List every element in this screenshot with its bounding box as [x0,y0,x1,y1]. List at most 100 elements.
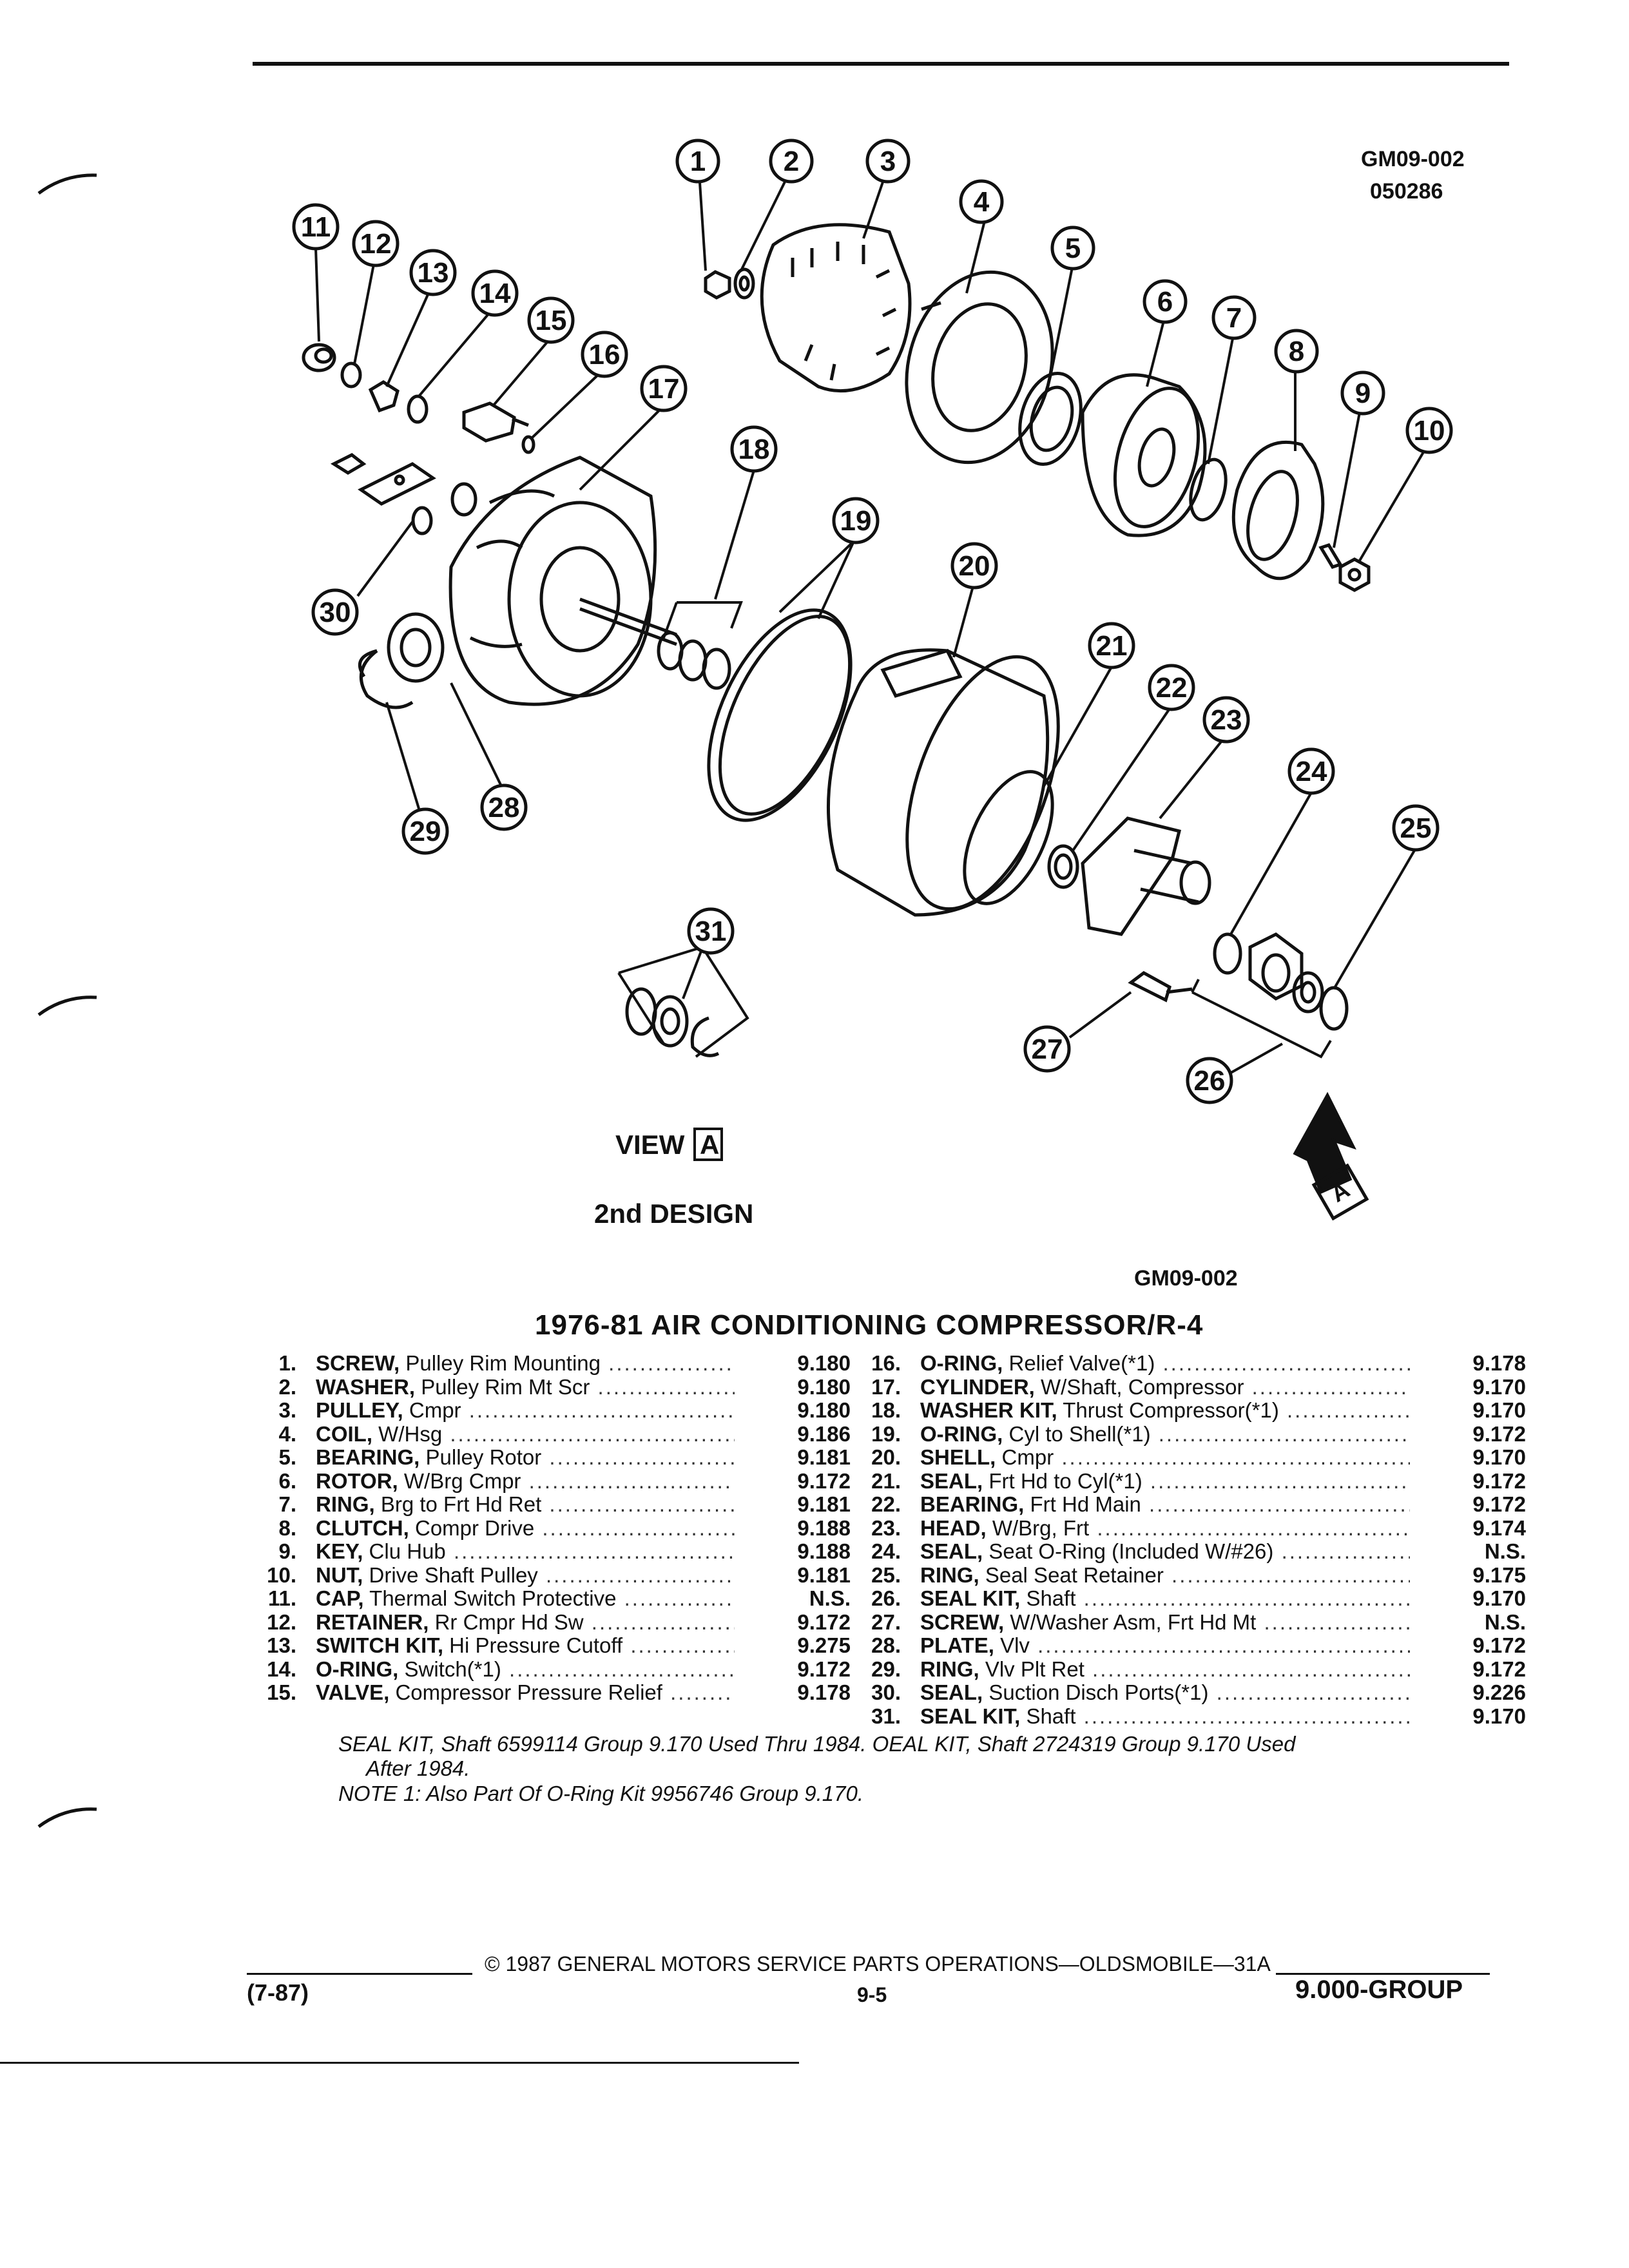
part-description: RETAINER, Rr Cmpr Hd Sw ................… [316,1611,735,1635]
view-letter: A [700,1129,720,1160]
part-name: VALVE, [316,1681,390,1704]
part-number: 7. [278,1492,296,1516]
svg-text:4: 4 [974,186,990,218]
part-group: 9.172 [1472,1633,1526,1657]
part-description: SEAL KIT, Shaft ........................… [920,1705,1410,1729]
part-number: 5. [278,1445,296,1469]
note-seal-kit-cont: After 1984. [366,1756,470,1780]
part-group: 9.172 [797,1468,851,1493]
binding-marks [37,173,97,1829]
part-drawings [302,172,1425,1221]
callout-5: 5 [1050,226,1095,271]
part-name: SEAL, [920,1469,983,1493]
part-number: 26. [871,1586,901,1610]
parts-list-row: 21. SEAL, Frt Hd to Cyl(*1) .............… [849,1468,1532,1494]
svg-text:25: 25 [1400,812,1432,844]
part-description: RING, Vlv Plt Ret ......................… [920,1658,1410,1682]
leader-dots: ........................................… [545,1563,735,1587]
svg-text:16: 16 [589,339,621,370]
part-name: SEAL, [920,1540,983,1563]
svg-text:17: 17 [648,373,680,405]
part-detail: Cmpr [409,1399,461,1422]
callout-26: 26 [1186,1057,1233,1104]
part-number: 2. [278,1374,296,1399]
parts-list-row: 8.CLUTCH, Compr Drive ..................… [245,1516,889,1541]
part-detail: Thrust Compressor(*1) [1063,1399,1279,1422]
part-number: 12. [267,1610,296,1634]
part-name: BEARING, [920,1493,1025,1516]
leader-dots: ........................................… [1037,1634,1410,1657]
part-description: SEAL, Frt Hd to Cyl(*1) ................… [920,1470,1410,1494]
part-number: 23. [871,1515,901,1540]
parts-list-row: 10.NUT, Drive Shaft Pulley .............… [245,1563,889,1588]
part-number: 29. [871,1657,901,1681]
callout-16: 16 [581,331,628,378]
part-number: 9. [278,1539,296,1563]
leader-dots: ........................................… [1083,1587,1410,1610]
part-name: SCREW, [316,1352,400,1375]
leader-dots: ........................................… [608,1352,735,1375]
parts-list-row: 13. SWITCH KIT, Hi Pressure Cutoff ......… [245,1633,889,1658]
part-name: ROTOR, [316,1469,398,1493]
part-name: O-RING, [920,1422,1003,1446]
parts-list-row: 31.SEAL KIT, Shaft .....................… [849,1704,1532,1729]
note-seal-kit: SEAL KIT, Shaft 6599114 Group 9.170 Used… [338,1732,1296,1756]
part-name: SWITCH KIT, [316,1634,443,1657]
part-number: 21. [871,1468,901,1493]
callout-30: 30 [311,588,359,636]
leader-dots: ........................................… [1162,1352,1410,1375]
part-group: 9.181 [797,1492,851,1516]
part-group: 9.181 [797,1445,851,1469]
part-group: 9.174 [1472,1515,1526,1540]
footer-page-number: 9-5 [857,1983,887,2006]
part-detail: Shaft [1026,1587,1076,1610]
parts-list-row: 12. RETAINER, Rr Cmpr Hd Sw .............… [245,1610,889,1635]
part-number: 14. [267,1657,296,1681]
parts-list-row: 6.ROTOR, W/Brg Cmpr ....................… [245,1468,889,1494]
leader-dots: ........................................… [453,1540,735,1563]
part-description: CYLINDER, W/Shaft, Compressor ..........… [920,1376,1410,1399]
part-name: WASHER, [316,1375,416,1399]
part-description: SWITCH KIT, Hi Pressure Cutoff .........… [316,1634,735,1658]
parts-list-row: 27.SCREW, W/Washer Asm, Frt Hd Mt ......… [849,1610,1532,1635]
parts-list-row: 5.BEARING, Pulley Rotor ................… [245,1445,889,1470]
part-detail: W/Brg Cmpr [403,1469,521,1493]
svg-text:27: 27 [1032,1033,1063,1065]
part-detail: Switch(*1) [404,1657,501,1681]
part-description: SEAL, Seat O-Ring (Included W/#26) .....… [920,1540,1410,1564]
leader-dots: ........................................… [591,1610,735,1634]
part-number: 13. [267,1633,296,1657]
svg-text:20: 20 [959,550,990,582]
parts-list-row: 19.O-RING, Cyl to Shell(*1) ............… [849,1422,1532,1446]
part-detail: Cyl to Shell(*1) [1008,1422,1151,1446]
part-group: N.S. [1484,1610,1526,1634]
leader-dots: ........................................… [1287,1399,1410,1422]
part-name: NUT, [316,1563,363,1587]
part-detail: Rr Cmpr Hd Sw [434,1610,584,1634]
callout-3: 3 [865,139,911,184]
part-name: SCREW, [920,1610,1005,1634]
leader-dots: ........................................… [1149,1493,1410,1516]
part-name: O-RING, [920,1352,1003,1375]
parts-list-row: 22.BEARING, Frt Hd Main ................… [849,1492,1532,1517]
callout-4: 4 [959,179,1004,224]
leader-dots: ........................................… [1251,1375,1410,1399]
parts-list-row: 9.KEY, Clu Hub .........................… [245,1539,889,1564]
part-detail: Seal Seat Retainer [985,1563,1164,1587]
callout-28: 28 [480,783,528,831]
footer-rule-right [1276,1973,1490,1975]
part-description: PLATE, Vlv .............................… [920,1634,1410,1658]
callout-11: 11 [292,203,340,251]
part-number: 20. [871,1445,901,1469]
leader-dots: ........................................… [670,1681,735,1704]
part-group: 9.172 [1472,1657,1526,1681]
leader-dots: ........................................… [1150,1469,1410,1493]
part-description: SEAL KIT, Shaft ........................… [920,1587,1410,1611]
svg-text:11: 11 [301,211,331,243]
footer-date: (7-87) [247,1979,309,2006]
part-description: O-RING, Relief Valve(*1) ...............… [920,1352,1410,1376]
leader-dots: ........................................… [1083,1704,1410,1728]
parts-list-left: 1.SCREW, Pulley Rim Mounting ...........… [245,1351,889,1705]
callout-7: 7 [1211,295,1257,340]
leader-dots: ........................................… [1171,1563,1410,1587]
